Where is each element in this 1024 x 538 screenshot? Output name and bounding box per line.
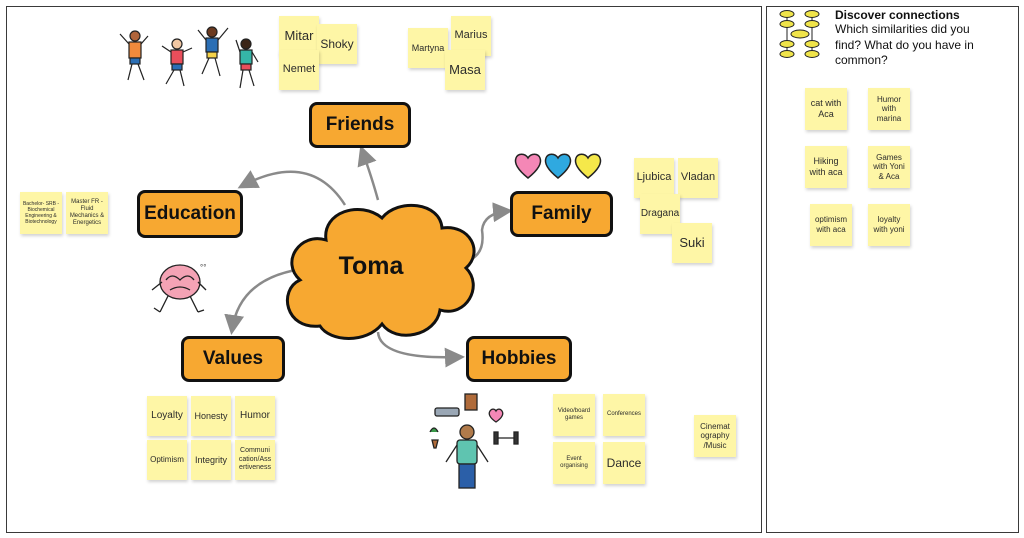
arrow-to-education[interactable] (237, 170, 347, 206)
sticky-note-hobby[interactable]: Event organising (553, 442, 595, 484)
sticky-note-connection[interactable]: loyalty with yoni (868, 204, 910, 246)
sticky-note-connection[interactable]: Games with Yoni & Aca (868, 146, 910, 188)
sticky-note-connection[interactable]: cat with Aca (805, 88, 847, 130)
central-topic-label[interactable]: Toma (338, 252, 404, 280)
topic-hobbies[interactable]: Hobbies (466, 336, 572, 382)
sticky-note-value[interactable]: Communi cation/Ass ertiveness (235, 440, 275, 480)
sticky-note-family[interactable]: Vladan (678, 158, 718, 198)
person-with-hobbies-icon (429, 393, 519, 489)
sticky-note-hobby[interactable]: Video/board games (553, 394, 595, 436)
sticky-note-education[interactable]: Master FR - Fluid Mechanics & Energetics (66, 192, 108, 234)
topic-friends[interactable]: Friends (309, 102, 411, 148)
arrow-to-friends[interactable] (357, 145, 380, 201)
dancing-people-icon (119, 26, 259, 89)
panel-description: Which similarities did you find? What do… (835, 22, 974, 68)
sticky-note-friend[interactable]: Martyna (408, 28, 448, 68)
sticky-note-value[interactable]: Optimism (147, 440, 187, 480)
topic-family[interactable]: Family (510, 191, 613, 237)
sticky-note-family[interactable]: Suki (672, 223, 712, 263)
sticky-note-hobby[interactable]: Cinemat ography /Music (694, 415, 736, 457)
topic-education[interactable]: Education (137, 190, 243, 238)
svg-text:°°: °° (200, 263, 206, 272)
sticky-note-friend[interactable]: Nemet (279, 50, 319, 90)
sticky-note-friend[interactable]: Masa (445, 50, 485, 90)
sticky-note-hobby[interactable]: Conferences (603, 394, 645, 436)
central-cloud-shape[interactable] (285, 203, 476, 340)
sticky-note-hobby[interactable]: Dance (603, 442, 645, 484)
sticky-note-value[interactable]: Honesty (191, 396, 231, 436)
topic-values[interactable]: Values (181, 336, 285, 382)
sticky-note-value[interactable]: Humor (235, 396, 275, 436)
arrow-to-hobbies[interactable] (376, 331, 465, 368)
sticky-note-friend[interactable]: Marius (451, 16, 491, 56)
mind-map-icon (779, 10, 820, 58)
sticky-note-friend[interactable]: Mitar (279, 16, 319, 56)
sticky-note-value[interactable]: Loyalty (147, 396, 187, 436)
sticky-note-connection[interactable]: Hiking with aca (805, 146, 847, 188)
hearts-icon (514, 153, 602, 179)
sticky-note-education[interactable]: Bachelor- SRB - Biochemical Engineering … (20, 192, 62, 234)
brain-running-icon: °° (151, 263, 207, 313)
sticky-note-connection[interactable]: optimism with aca (810, 204, 852, 246)
panel-title: Discover connections (835, 8, 960, 22)
sticky-note-friend[interactable]: Shoky (317, 24, 357, 64)
sticky-note-connection[interactable]: Humor with marina (868, 88, 910, 130)
sticky-note-value[interactable]: Integrity (191, 440, 231, 480)
sticky-note-family[interactable]: Ljubica (634, 158, 674, 198)
